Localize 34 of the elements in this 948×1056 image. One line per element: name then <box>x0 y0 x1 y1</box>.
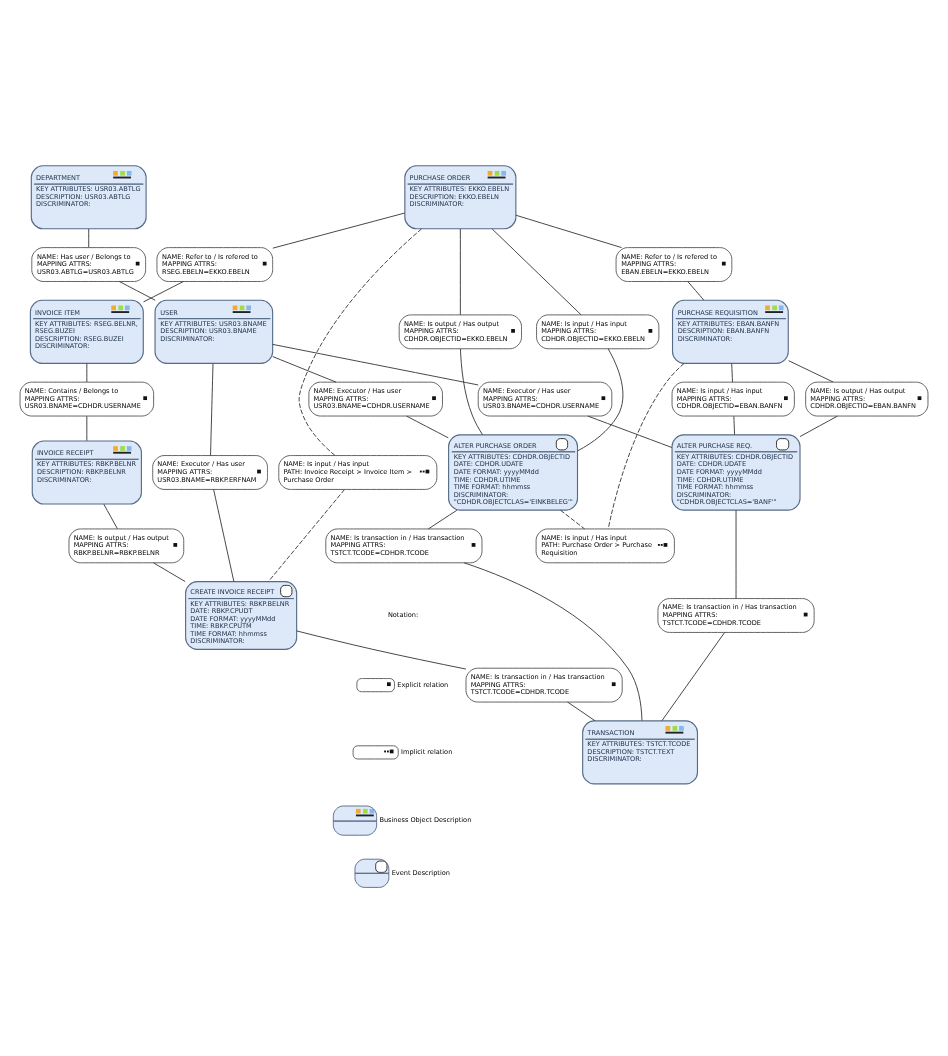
connector <box>103 503 118 530</box>
connector <box>515 214 623 249</box>
connector <box>661 632 726 722</box>
connector <box>213 489 235 582</box>
connector <box>799 415 838 438</box>
connector <box>296 630 467 670</box>
connector <box>143 281 184 303</box>
connector <box>587 415 673 448</box>
connector <box>459 228 461 316</box>
connector <box>88 228 90 248</box>
connector <box>733 415 736 436</box>
connector <box>463 562 643 721</box>
connector <box>427 509 458 530</box>
connector <box>788 360 834 383</box>
connector <box>460 348 484 436</box>
connector <box>560 509 586 530</box>
connector <box>268 489 345 582</box>
connector <box>86 415 88 442</box>
connector <box>210 363 214 456</box>
connector <box>118 281 156 301</box>
connector <box>731 363 733 383</box>
connector <box>272 343 479 386</box>
connector <box>567 701 596 722</box>
connector <box>298 228 422 456</box>
connector <box>577 348 624 452</box>
connector <box>86 363 88 383</box>
connector <box>272 212 406 249</box>
connector <box>687 281 705 301</box>
connector <box>153 562 186 583</box>
connector <box>491 228 582 316</box>
connector <box>735 509 737 599</box>
connector <box>272 356 337 383</box>
connector <box>406 415 449 439</box>
connector <box>607 362 685 530</box>
